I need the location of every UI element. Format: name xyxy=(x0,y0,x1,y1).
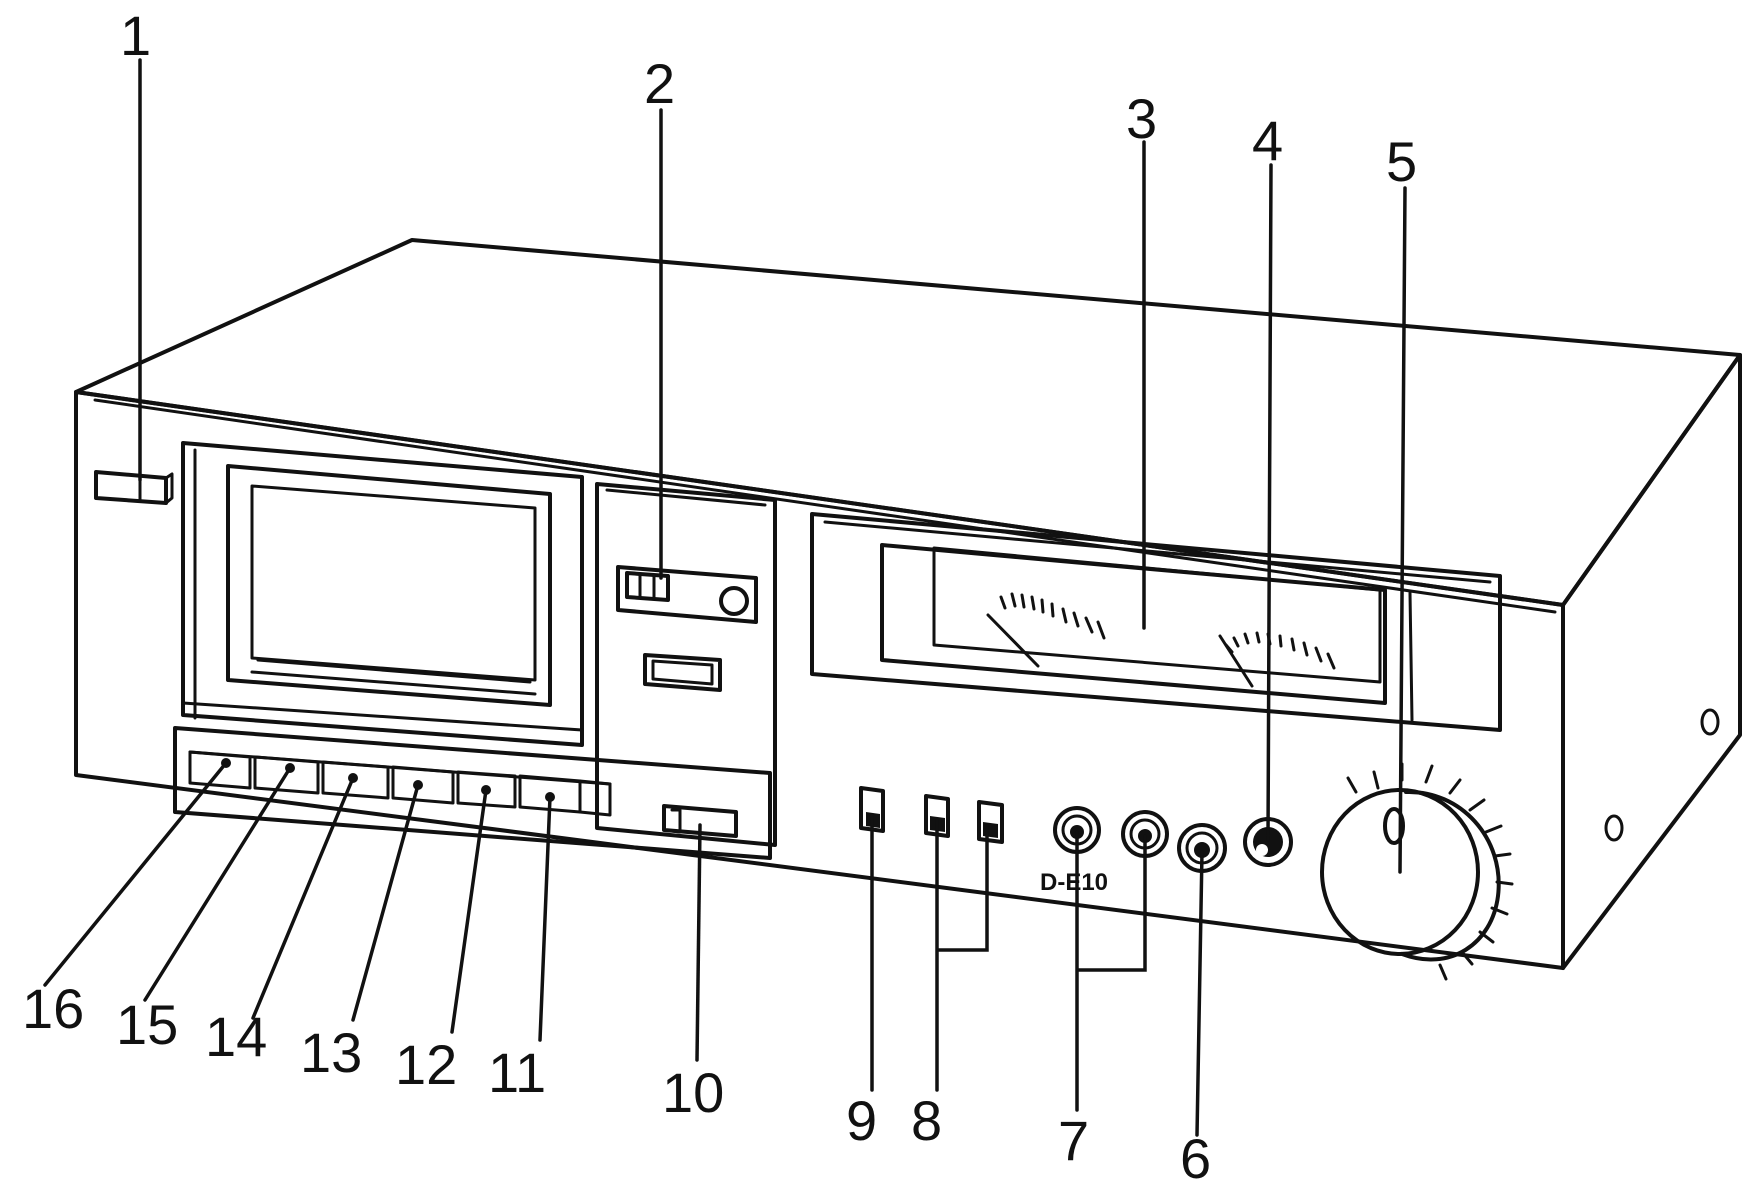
counter-small-switch xyxy=(643,653,722,692)
key-13 xyxy=(391,765,455,805)
callout-14: 14 xyxy=(205,1005,267,1068)
cabinet-side xyxy=(1561,353,1742,970)
callout-9: 9 xyxy=(846,1089,877,1152)
callout-numbers: 1 2 3 4 5 6 7 8 9 10 11 12 13 14 15 16 xyxy=(22,4,1417,1181)
side-screw xyxy=(1604,814,1624,842)
transport-keys xyxy=(173,726,772,860)
callout-13: 13 xyxy=(300,1021,362,1084)
callout-7: 7 xyxy=(1058,1109,1089,1172)
key-15 xyxy=(253,755,320,795)
switch-9 xyxy=(859,786,885,833)
cassette-door xyxy=(226,464,552,707)
callout-6: 6 xyxy=(1180,1127,1211,1181)
callout-16: 16 xyxy=(22,977,84,1040)
callout-1: 1 xyxy=(120,4,151,67)
key-16 xyxy=(188,750,252,790)
jacks xyxy=(1053,806,1227,873)
volume-knob xyxy=(1320,762,1514,981)
callout-5: 5 xyxy=(1386,130,1417,193)
cabinet xyxy=(74,238,1742,970)
meter-window xyxy=(810,512,1502,732)
callout-2: 2 xyxy=(644,52,675,115)
jack-label: D-E10 xyxy=(1040,869,1108,896)
counter-panel xyxy=(595,482,777,847)
counter-display xyxy=(616,565,758,624)
key-14 xyxy=(321,760,390,800)
callout-11: 11 xyxy=(488,1041,546,1104)
callout-15: 15 xyxy=(116,993,178,1056)
toggle-switches xyxy=(859,786,1004,844)
power-switch xyxy=(94,470,174,505)
side-screw xyxy=(1700,708,1720,736)
cassette-compartment xyxy=(181,441,584,747)
switch-8a xyxy=(924,794,950,838)
counter-reset-knob xyxy=(719,586,749,616)
callout-8: 8 xyxy=(911,1089,942,1152)
callout-12: 12 xyxy=(395,1033,457,1096)
cassette-window xyxy=(250,484,537,682)
callout-4: 4 xyxy=(1252,109,1283,172)
cabinet-top xyxy=(74,238,1742,607)
left-meter-scale xyxy=(986,592,1106,668)
switch-8b xyxy=(977,800,1004,844)
leader-lines xyxy=(43,58,1407,1137)
callout-10: 10 xyxy=(662,1061,724,1124)
pause-key xyxy=(662,804,738,838)
key-12 xyxy=(456,770,517,809)
callout-3: 3 xyxy=(1126,87,1157,150)
